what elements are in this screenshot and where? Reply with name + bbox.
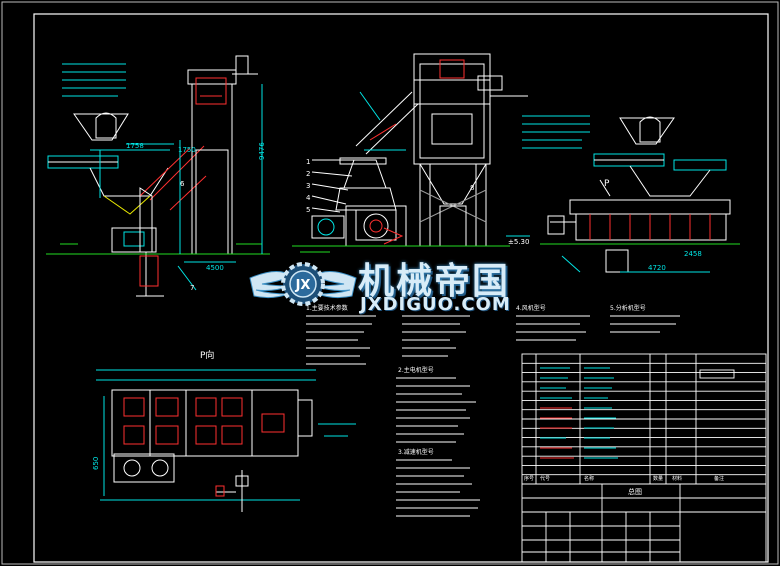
dimension-label-5: ±5.30 (508, 238, 529, 246)
leader-number-6: 6 (180, 180, 185, 188)
note-heading-a: 1.主要技术参数 (306, 304, 348, 312)
title-block-title: 总图 (628, 487, 642, 496)
dimension-label-1: 1758 (126, 142, 144, 150)
bom-header-remark: 备注 (714, 475, 724, 482)
leader-number-4: 4 (306, 194, 311, 202)
note-heading-e: 5.分析机型号 (610, 304, 646, 312)
center-elevation (292, 53, 530, 253)
dimension-label-4: 1750 (178, 146, 196, 154)
bom-header-qty: 数量 (653, 475, 663, 482)
bom-header-material: 材料 (672, 475, 682, 482)
bom-header-name: 名称 (584, 475, 594, 482)
dimension-label-2: 9476 (258, 142, 266, 160)
p-view-label: P向 (200, 349, 214, 361)
inner-border (33, 13, 769, 563)
bom-header-no: 序号 (524, 475, 534, 482)
gear-wing-emblem-icon: JX (249, 262, 357, 306)
leader-number-8: 8 (470, 184, 474, 192)
leader-number-7: 7 (190, 284, 194, 292)
emblem-text: JX (295, 278, 311, 293)
section-label: P (604, 179, 610, 189)
dimension-label-6: 2458 (684, 250, 702, 258)
watermark-text-cn: 机械帝国 (358, 261, 511, 302)
note-heading-b: 2.主电机型号 (398, 366, 434, 374)
leader-number-1: 1 (306, 158, 310, 166)
leader-number-5: 5 (306, 206, 310, 214)
technical-notes (306, 315, 680, 517)
bom-header-code: 代号 (540, 475, 550, 482)
leader-number-2: 2 (306, 170, 310, 178)
title-block (521, 353, 767, 563)
note-heading-c: 3.减速机型号 (398, 448, 434, 456)
leader-number-3: 3 (306, 182, 310, 190)
watermark-text-en: JXDIGUO.COM (360, 294, 511, 315)
p-view (96, 369, 356, 512)
right-elevation (522, 115, 740, 273)
note-heading-d: 4.风机型号 (516, 304, 546, 312)
left-elevation (46, 55, 270, 297)
watermark-logo: JX 机械帝国 JXDIGUO.COM (248, 248, 544, 320)
dimension-label-8: 650 (92, 457, 100, 470)
dimension-label-3: 4500 (206, 264, 224, 272)
dimension-label-7: 4720 (648, 264, 666, 272)
